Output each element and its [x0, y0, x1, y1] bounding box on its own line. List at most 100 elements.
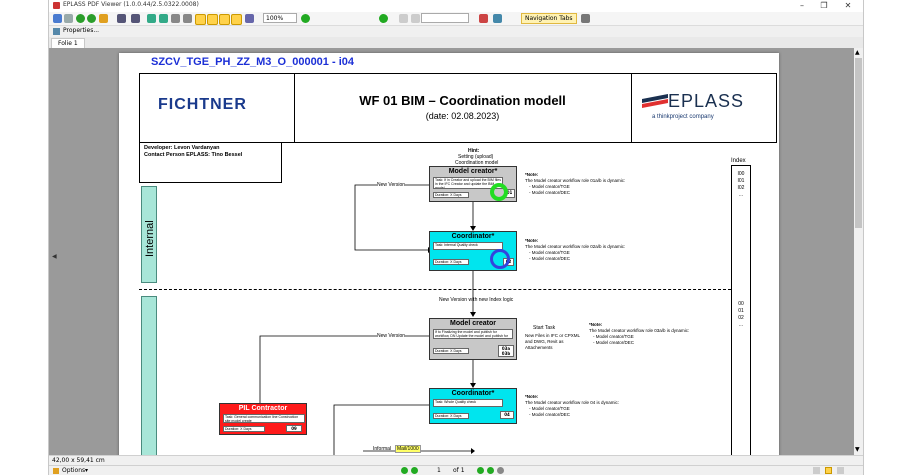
redo-icon[interactable]	[131, 14, 140, 23]
document-viewport[interactable]: SZCV_TGE_PH_ZZ_M3_O_000001 - i04 FICHTNE…	[49, 48, 854, 455]
hand-tool-icon[interactable]	[195, 14, 206, 25]
fit-width-icon[interactable]	[231, 14, 242, 25]
new-version-label-1: New Version	[377, 182, 406, 188]
first-page-icon[interactable]	[171, 14, 180, 23]
search-field[interactable]	[421, 13, 469, 23]
note-1-title: *Note:	[525, 172, 539, 177]
note-2-line-1: The Model creator workflow role 02a/b is…	[525, 244, 626, 249]
title-cell: WF 01 BIM – Coordination modell (date: 0…	[295, 74, 632, 142]
note-2-line-3: - Model creator/DEC	[529, 256, 571, 261]
index-bottom-2: 02	[738, 315, 744, 321]
header-table: FICHTNER WF 01 BIM – Coordination modell…	[139, 73, 777, 143]
fichtner-cell: FICHTNER	[140, 74, 295, 142]
index-bottom-0: 00	[738, 301, 744, 307]
index-bottom-1: 01	[738, 308, 744, 314]
vertical-scrollbar[interactable]: ▲ ▼	[854, 48, 863, 455]
minimize-button[interactable]: –	[800, 1, 804, 10]
zoom-in-icon[interactable]	[379, 14, 388, 23]
note-4-title: *Note:	[525, 394, 539, 399]
app-icon	[53, 2, 60, 9]
select-tool-icon[interactable]	[207, 14, 218, 25]
page-count: of 1	[453, 467, 465, 474]
note-2-title: *Note:	[525, 238, 539, 243]
refresh-nav-icon[interactable]	[497, 467, 504, 474]
page-number-input[interactable]: 1	[437, 467, 441, 474]
undo-icon[interactable]	[117, 14, 126, 23]
rotate-left-icon[interactable]	[147, 14, 156, 23]
facing-view-icon[interactable]	[837, 467, 844, 474]
blue-highlight-marker	[490, 249, 510, 269]
properties-button[interactable]: Properties...	[63, 27, 100, 34]
back-icon[interactable]	[76, 14, 85, 23]
copy-icon[interactable]	[411, 14, 420, 23]
index-bottom-3: ...	[738, 322, 744, 328]
tab-folie-1[interactable]: Folie 1	[51, 38, 85, 49]
note-2-line-2: - Model creator/TGE	[529, 250, 570, 255]
note-1-line-1: The Model creator workflow role 01a/b is…	[525, 178, 626, 183]
close-button[interactable]: ✕	[844, 1, 852, 10]
options-dropdown-icon[interactable]: ▾	[85, 467, 89, 474]
scroll-down-icon[interactable]: ▼	[855, 446, 860, 453]
side-panel-toggle-icon[interactable]: ◀	[52, 253, 57, 260]
node-duration: Duration: X Days	[223, 426, 265, 432]
new-files-line-3: Attachements	[525, 345, 553, 350]
eplass-logo: EPLASS	[668, 91, 745, 111]
window-title: EPLASS PDF Viewer (1.0.0.44/2.5.0322.000…	[63, 1, 199, 8]
options-button[interactable]: Options	[62, 467, 86, 474]
continuous-view-icon[interactable]	[825, 467, 832, 474]
hint-title: Hint:	[468, 148, 480, 154]
scroll-up-icon[interactable]: ▲	[855, 49, 860, 56]
note-4-line-3: - Model creator/DEC	[529, 412, 571, 417]
node-title: Model creator	[450, 320, 496, 327]
fit-page-icon[interactable]	[219, 14, 230, 25]
eplass-logo-icon	[642, 94, 668, 108]
settings-icon[interactable]	[581, 14, 590, 23]
note-3-title: *Note:	[589, 322, 603, 327]
zoom-select[interactable]: 100%	[263, 13, 297, 23]
actual-size-icon[interactable]	[245, 14, 254, 23]
note-4-line-2: - Model creator/TGE	[529, 406, 570, 411]
title-bar: EPLASS PDF Viewer (1.0.0.44/2.5.0322.000…	[49, 0, 863, 12]
save-icon[interactable]	[53, 14, 62, 23]
rotate-right-icon[interactable]	[159, 14, 168, 23]
zoom-out-icon[interactable]	[301, 14, 310, 23]
prev-page-nav-icon[interactable]	[411, 467, 418, 474]
node-title: Coordinator*	[451, 233, 495, 240]
open-icon[interactable]	[99, 14, 108, 23]
node-task: Task: General communication line Constru…	[223, 414, 305, 423]
lane-internal: Internal	[141, 186, 157, 283]
last-page-nav-icon[interactable]	[487, 467, 494, 474]
node-model-creator-2[interactable]: Model creator If to Finalizing the model…	[429, 318, 517, 360]
index-title: Index	[731, 158, 746, 164]
hint-line-1: Setting (upload)	[458, 154, 494, 160]
navigation-tabs-button[interactable]: Navigation Tabs	[521, 13, 577, 24]
last-page-icon[interactable]	[183, 14, 192, 23]
node-duration: Duration: X Days	[433, 413, 469, 419]
informal-tag: Mail/1000	[395, 445, 421, 453]
pdf-page: SZCV_TGE_PH_ZZ_M3_O_000001 - i04 FICHTNE…	[119, 53, 779, 455]
maximize-button[interactable]: ❐	[820, 1, 828, 10]
find-icon[interactable]	[479, 14, 488, 23]
workflow-title: WF 01 BIM – Coordination modell	[359, 93, 566, 108]
node-title: Coordinator*	[451, 390, 495, 397]
fichtner-logo: FICHTNER	[158, 96, 247, 113]
print-icon[interactable]	[64, 14, 73, 23]
note-4-line-1: The Model creator workflow role 04 is dy…	[525, 400, 620, 405]
node-pil-contractor[interactable]: PIL Contractor Task: General communicati…	[219, 403, 307, 435]
scrollbar-thumb[interactable]	[855, 58, 862, 228]
find-next-icon[interactable]	[493, 14, 502, 23]
forward-icon[interactable]	[87, 14, 96, 23]
cut-icon[interactable]	[399, 14, 408, 23]
note-3-line-2: - Model creator/TGE	[593, 334, 634, 339]
node-coordinator-2[interactable]: Coordinator* Task: Whole Quality check D…	[429, 388, 517, 424]
first-page-nav-icon[interactable]	[401, 467, 408, 474]
node-task: Task: Whole Quality check	[433, 399, 503, 407]
new-version-index-label: New Version with new Index logic	[439, 297, 514, 303]
developer-cell: Developer: Levon Vardanyan Contact Perso…	[139, 143, 282, 183]
phase-separator	[139, 289, 731, 290]
single-page-view-icon[interactable]	[813, 467, 820, 474]
next-page-nav-icon[interactable]	[477, 467, 484, 474]
eplass-tagline: a thinkproject company	[652, 114, 714, 120]
index-top-1: I01	[737, 178, 745, 184]
node-task: If to Finalizing the model and publish f…	[433, 329, 513, 339]
